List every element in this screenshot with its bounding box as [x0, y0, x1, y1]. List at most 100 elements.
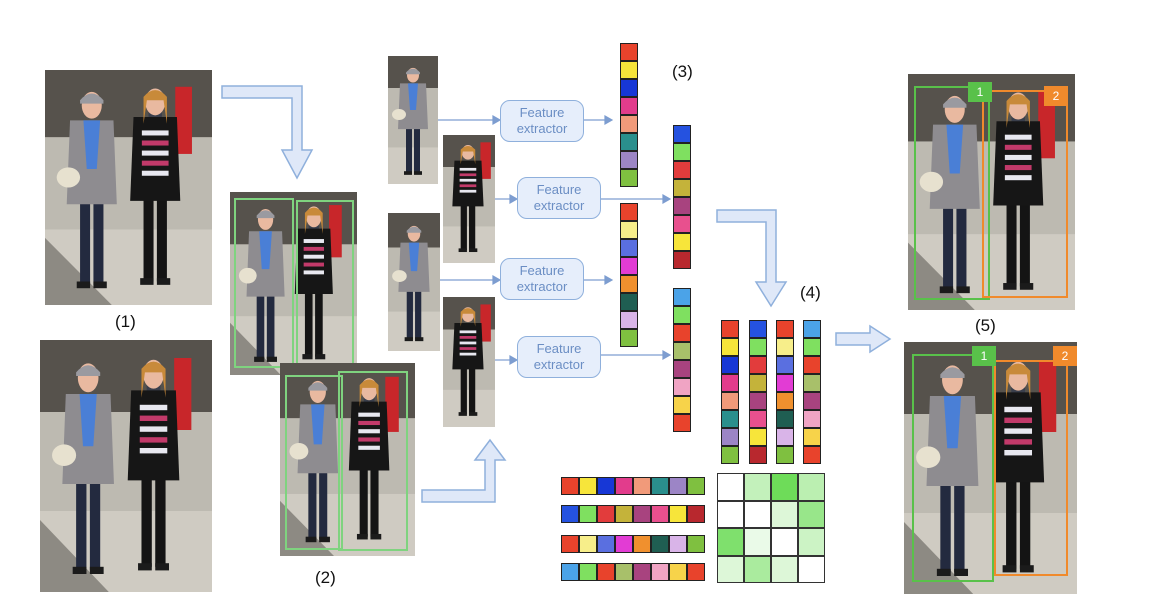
- vector-cell: [803, 428, 821, 446]
- step-5-label: (5): [975, 316, 996, 335]
- vector-cell: [673, 396, 691, 414]
- feature-extractor-box: Feature extractor: [500, 258, 584, 300]
- vector-cell: [673, 378, 691, 396]
- vector-cell: [620, 61, 638, 79]
- track-id-1-tag: 1: [968, 82, 992, 102]
- vector-cell: [561, 477, 579, 495]
- detection-frame-2-photo: [280, 363, 415, 556]
- feature-extractor-line1: Feature: [519, 105, 565, 120]
- similarity-cell: [744, 528, 771, 556]
- vector-cell: [749, 320, 767, 338]
- similarity-cell: [744, 473, 771, 501]
- detection-box: [234, 198, 294, 368]
- vector-cell: [597, 477, 615, 495]
- vector-cell: [776, 338, 794, 356]
- vector-cell: [633, 563, 651, 581]
- vector-cell: [561, 505, 579, 523]
- vector-cell: [687, 505, 705, 523]
- feature-extractor-line2: extractor: [516, 279, 568, 294]
- vector-cell: [620, 239, 638, 257]
- vector-cell: [651, 563, 669, 581]
- feature-extractor-line1: Feature: [519, 263, 565, 278]
- vector-cell: [651, 535, 669, 553]
- vector-cell: [776, 392, 794, 410]
- vector-cell: [673, 324, 691, 342]
- step-3-label: (3): [672, 62, 693, 81]
- vector-cell: [620, 221, 638, 239]
- feature-extractor-line2: extractor: [533, 357, 585, 372]
- tracked-frame-2-photo: 1 2: [904, 342, 1077, 594]
- similarity-cell: [744, 500, 771, 528]
- vector-cell: [673, 143, 691, 161]
- vector-cell: [673, 161, 691, 179]
- vector-cell: [803, 320, 821, 338]
- arrow-output: [835, 324, 892, 354]
- feature-extractor-line1: Feature: [536, 341, 582, 356]
- person-crop: [388, 56, 438, 184]
- vector-cell: [620, 275, 638, 293]
- vector-cell: [721, 338, 739, 356]
- vector-cell: [615, 477, 633, 495]
- vector-cell: [620, 43, 638, 61]
- similarity-cell: [798, 528, 825, 556]
- similarity-cell: [798, 500, 825, 528]
- vector-cell: [749, 392, 767, 410]
- similarity-cell: [771, 528, 798, 556]
- vector-cell: [749, 374, 767, 392]
- vector-cell: [803, 338, 821, 356]
- vector-cell: [669, 477, 687, 495]
- vector-cell: [673, 197, 691, 215]
- vector-cell: [651, 477, 669, 495]
- crop-1-photo: [388, 56, 438, 184]
- step-4-label: (4): [800, 283, 821, 302]
- vector-cell: [651, 505, 669, 523]
- detection-box: [285, 375, 343, 550]
- vector-cell: [615, 505, 633, 523]
- track-box-2: [994, 360, 1068, 576]
- vector-cell: [721, 320, 739, 338]
- vector-cell: [776, 320, 794, 338]
- vector-cell: [673, 125, 691, 143]
- track-id-1-tag: 1: [972, 346, 996, 366]
- vector-cell: [579, 477, 597, 495]
- vector-cell: [673, 342, 691, 360]
- similarity-cell: [717, 528, 744, 556]
- similarity-cell: [771, 555, 798, 583]
- vector-cell: [721, 356, 739, 374]
- vector-cell: [615, 563, 633, 581]
- vector-cell: [803, 374, 821, 392]
- vector-cell: [579, 505, 597, 523]
- vector-cell: [561, 535, 579, 553]
- crop-2-photo: [443, 135, 495, 263]
- vector-cell: [620, 169, 638, 187]
- vector-cell: [669, 535, 687, 553]
- vector-cell: [721, 428, 739, 446]
- vector-cell: [673, 288, 691, 306]
- vector-cell: [579, 563, 597, 581]
- vector-cell: [620, 293, 638, 311]
- vector-cell: [749, 338, 767, 356]
- arrow-detect: [221, 85, 314, 180]
- vector-cell: [620, 133, 638, 151]
- step-2-label: (2): [315, 568, 336, 587]
- vector-cell: [776, 374, 794, 392]
- track-id-2-tag: 2: [1053, 346, 1077, 366]
- vector-cell: [803, 356, 821, 374]
- vector-cell: [803, 446, 821, 464]
- crop-4-photo: [443, 297, 495, 427]
- vector-cell: [633, 505, 651, 523]
- similarity-matrix: [717, 473, 825, 583]
- vector-cell: [776, 446, 794, 464]
- vector-cell: [669, 563, 687, 581]
- similarity-cell: [717, 500, 744, 528]
- vector-cell: [669, 505, 687, 523]
- vector-cell: [620, 79, 638, 97]
- vector-cell: [673, 306, 691, 324]
- vector-cell: [673, 414, 691, 432]
- vector-cell: [721, 410, 739, 428]
- arrow-crop: [421, 438, 507, 503]
- vector-cell: [620, 257, 638, 275]
- vector-cell: [633, 535, 651, 553]
- vector-cell: [776, 356, 794, 374]
